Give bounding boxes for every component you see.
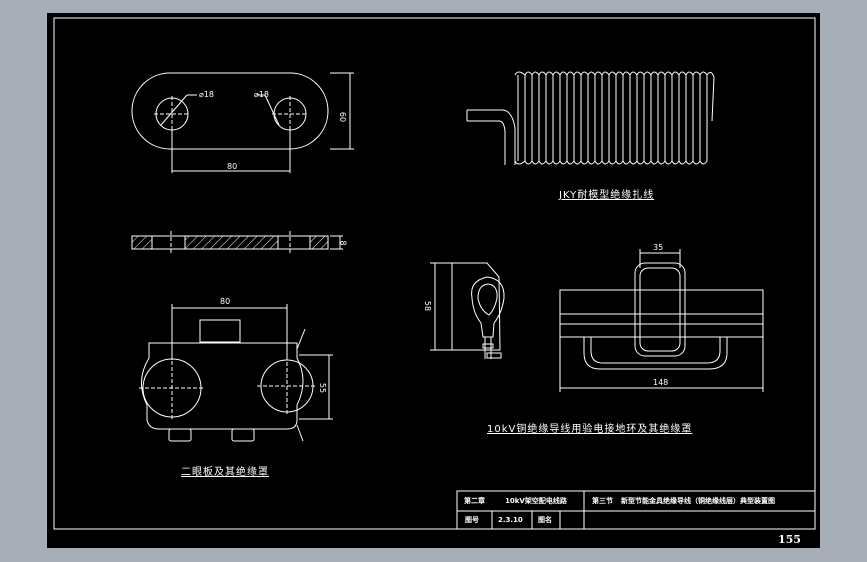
dim-hole-right: ⌀18 [254,90,269,99]
tb-section: 第三节 [592,497,613,505]
page-number: 155 [778,533,801,546]
dim-conductor-length: 148 [653,378,669,387]
tb-chapter: 第二章 [464,497,485,505]
tb-figure-label: 图号 [465,516,479,524]
drawing-sheet: ⌀18 ⌀18 80 60 8 80 55 58 35 148 JKY耐模型绝缘… [47,13,820,548]
plate-top-view [131,72,354,173]
title-block [456,490,816,530]
dim-clamp-width: 80 [220,297,231,306]
caption-clamp: 二眼板及其绝缘罩 [181,467,269,478]
dim-plate-thickness: 8 [338,240,348,246]
dim-plate-height: 60 [338,111,348,123]
caption-ground-ring: 10kV铜绝缘导线用验电接地环及其绝缘罩 [487,424,693,435]
dim-plate-width: 80 [227,162,238,171]
tb-figure-no: 2.3.10 [498,516,523,524]
tb-chapter-title: 10kV架空配电线路 [505,497,567,505]
drawing-border [53,17,816,530]
tb-name-label: 图名 [538,516,552,524]
insulated-clamp-view [139,304,333,442]
tb-section-title: 新型节能金具绝缘导线（铜绝缘线层）典型装置图 [621,497,775,505]
cad-drawing [53,17,816,530]
dim-clamp-height: 55 [318,382,328,394]
dim-hole-left: ⌀18 [199,90,214,99]
dim-ring-width: 35 [653,243,664,252]
tie-wire-coil [466,71,715,165]
ground-ring-view [559,249,764,392]
plate-section-view [131,231,343,255]
ring-cover-view [430,262,505,359]
dim-cover-height: 58 [423,300,433,312]
caption-tie-wire: JKY耐模型绝缘扎线 [559,190,655,201]
